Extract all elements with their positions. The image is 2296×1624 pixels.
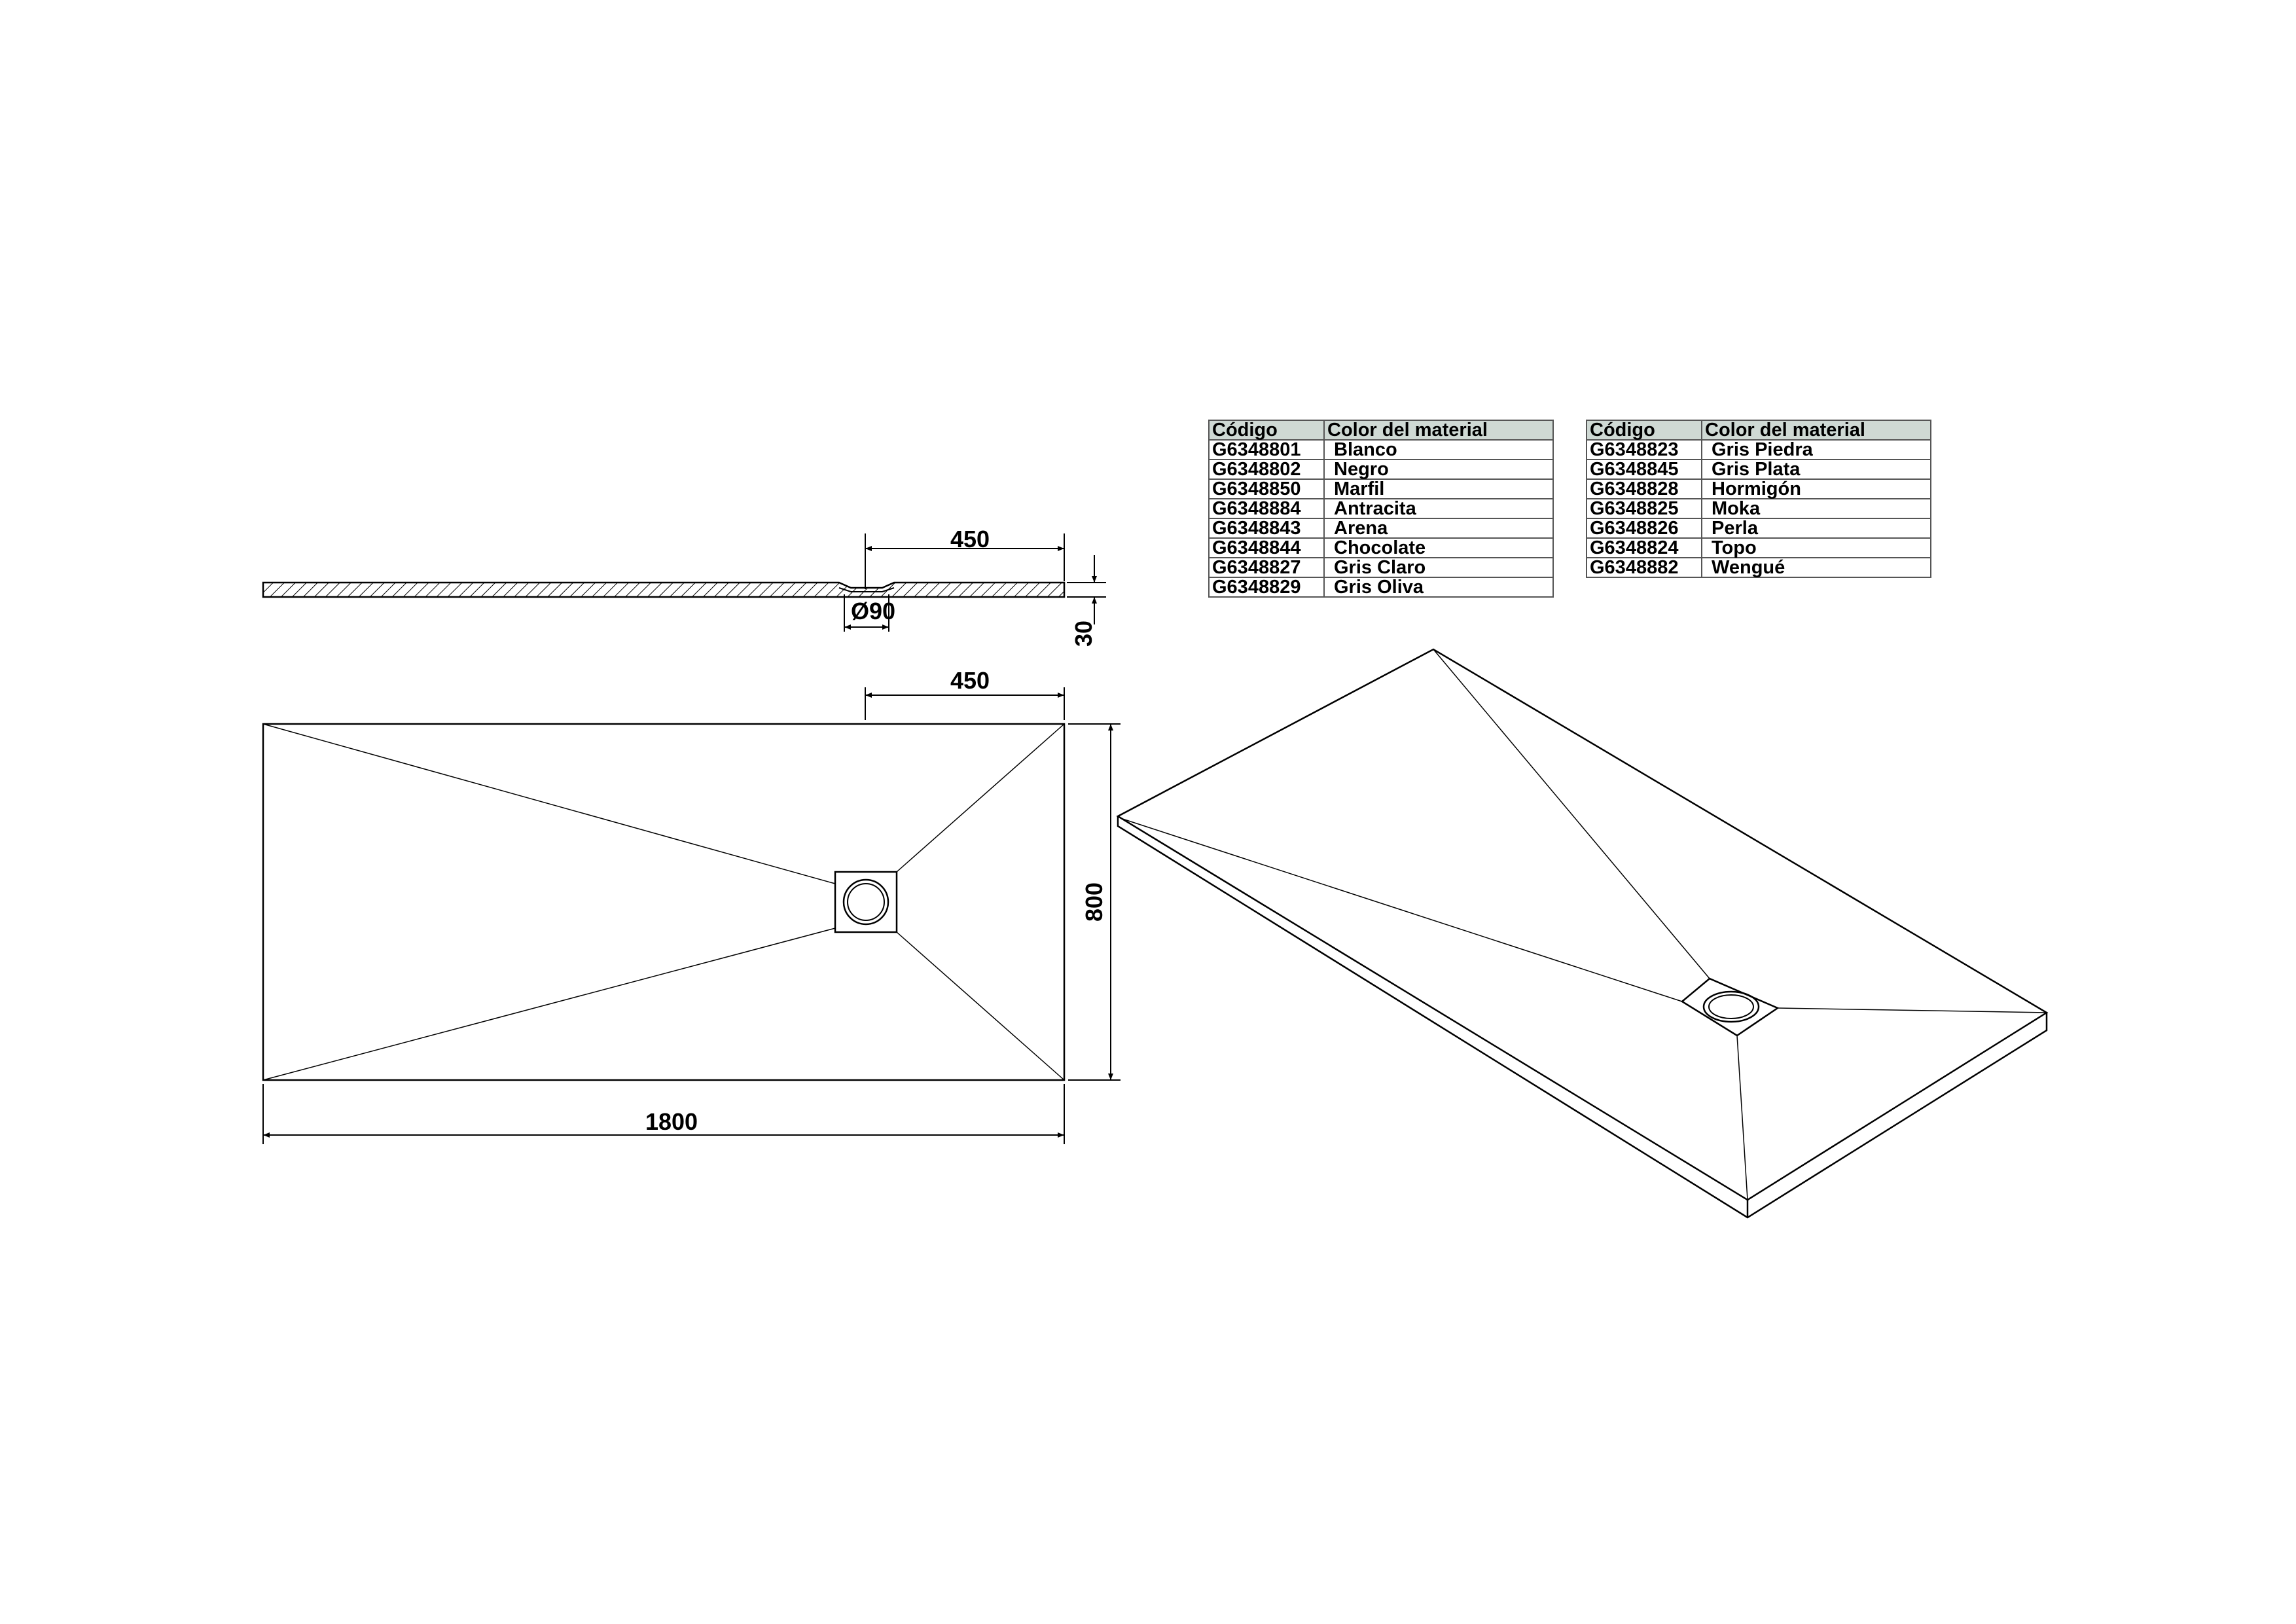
header-color: Color del material xyxy=(1701,420,1931,441)
iso-drain-grate xyxy=(1680,977,1780,1037)
code-cell: G6348845 xyxy=(1586,459,1702,480)
color-cell: Blanco xyxy=(1323,439,1554,460)
slope-line xyxy=(896,723,1065,873)
color-cell: Gris Claro xyxy=(1323,557,1554,578)
iso-slope-line xyxy=(1777,1007,2047,1013)
code-cell: G6348828 xyxy=(1586,478,1702,499)
code-cell: G6348802 xyxy=(1208,459,1325,480)
slope-line xyxy=(896,931,1065,1081)
dim-label-drain-offset: 450 xyxy=(950,526,990,552)
iso-front-edge xyxy=(1117,816,2048,1219)
color-cell: Gris Oliva xyxy=(1323,577,1554,598)
code-cell: G6348826 xyxy=(1586,518,1702,539)
code-cell: G6348844 xyxy=(1208,537,1325,558)
plan-view: 450 800 1800 xyxy=(262,667,1121,1144)
code-cell: G6348823 xyxy=(1586,439,1702,460)
header-code: Código xyxy=(1586,420,1702,441)
header-code: Código xyxy=(1208,420,1325,441)
color-cell: Arena xyxy=(1323,518,1554,539)
iso-slope-line xyxy=(1433,649,1710,979)
code-cell: G6348850 xyxy=(1208,478,1325,499)
color-cell: Negro xyxy=(1323,459,1554,480)
code-cell: G6348827 xyxy=(1208,557,1325,578)
color-cell: Hormigón xyxy=(1701,478,1931,499)
dim-label-width: 800 xyxy=(1081,882,1107,922)
table-header-row: Código Color del material xyxy=(1586,420,1931,441)
dim-label-drain-offset-plan: 450 xyxy=(950,667,990,694)
code-cell: G6348843 xyxy=(1208,518,1325,539)
code-cell: G6348884 xyxy=(1208,498,1325,519)
slope-line xyxy=(262,928,836,1081)
code-cell: G6348882 xyxy=(1586,557,1702,578)
drain-grate xyxy=(834,871,898,933)
side-section-view: 450 Ø90 30 xyxy=(262,526,1106,647)
code-cell: G6348801 xyxy=(1208,439,1325,460)
slope-line xyxy=(262,723,836,884)
header-color: Color del material xyxy=(1323,420,1554,441)
tray-section xyxy=(262,581,1066,598)
color-cell: Gris Piedra xyxy=(1701,439,1931,460)
color-cell: Perla xyxy=(1701,518,1931,539)
code-cell: G6348824 xyxy=(1586,537,1702,558)
isometric-view xyxy=(1116,648,2049,1219)
color-cell: Wengué xyxy=(1701,557,1931,578)
iso-slope-line xyxy=(1120,818,1683,1002)
iso-slope-line xyxy=(1736,1035,1748,1200)
table-header-row: Código Color del material xyxy=(1208,420,1554,441)
color-cell: Antracita xyxy=(1323,498,1554,519)
color-cell: Chocolate xyxy=(1323,537,1554,558)
tray-outline xyxy=(262,723,1066,1081)
color-cell: Topo xyxy=(1701,537,1931,558)
code-cell: G6348829 xyxy=(1208,577,1325,598)
color-cell: Marfil xyxy=(1323,478,1554,499)
drain-recess xyxy=(838,587,895,592)
color-cell: Gris Plata xyxy=(1701,459,1931,480)
dim-label-thickness: 30 xyxy=(1070,621,1097,647)
dim-label-drain-diameter: Ø90 xyxy=(851,598,895,624)
dim-label-length: 1800 xyxy=(645,1108,698,1135)
code-cell: G6348825 xyxy=(1586,498,1702,519)
color-cell: Moka xyxy=(1701,498,1931,519)
